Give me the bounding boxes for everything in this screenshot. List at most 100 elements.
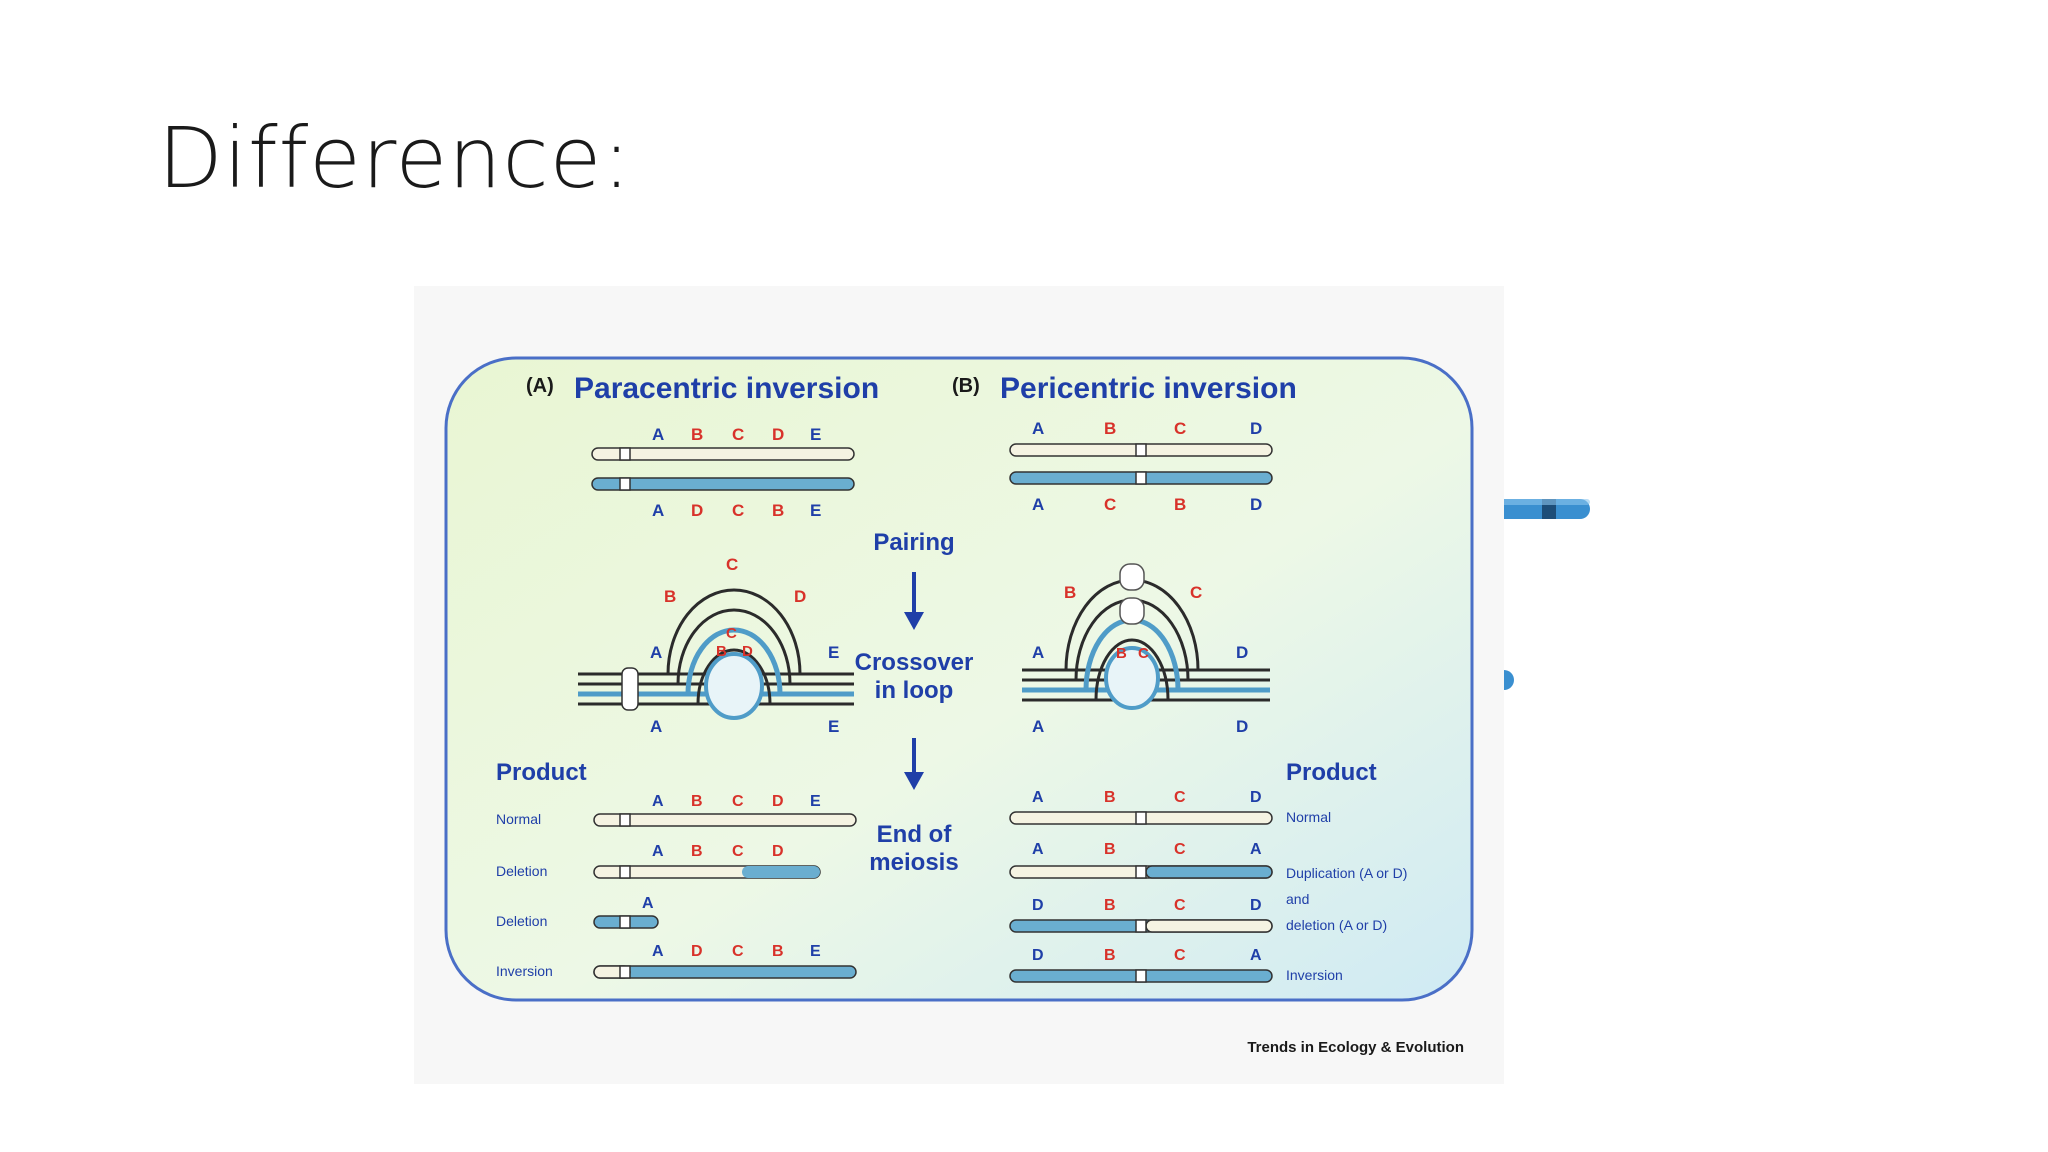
diagram-label: B [1174, 495, 1186, 514]
a-bottom-label-3: C [732, 501, 744, 520]
diagram-label: B [1104, 947, 1116, 964]
b-product-1-name: Normal [1286, 809, 1331, 825]
panel-a-chromosome-top [591, 447, 855, 461]
a-product-1-name: Normal [496, 811, 541, 827]
a-top-label-1: A [652, 425, 664, 444]
inversion-diagram: (A) Paracentric inversion A B C D E A D … [444, 356, 1474, 1056]
a-loop-inner-top: C [726, 625, 737, 642]
diagram-label: C [732, 843, 744, 860]
diagram-label: A [652, 943, 664, 960]
panel-b-chromosome-bottom [1009, 471, 1273, 485]
diagram-label: C [1174, 897, 1186, 914]
panel-a-chromosome-bottom [591, 477, 855, 491]
diagram-label: B [1116, 645, 1127, 662]
diagram-label: C [1174, 841, 1186, 858]
diagram-label: B [1104, 841, 1116, 858]
a-product-3-name: Deletion [496, 913, 547, 929]
diagram-label: A [642, 895, 654, 912]
diagram-label: B [1104, 419, 1116, 438]
panel-b-loop [1022, 563, 1270, 710]
diagram-label: C [1104, 495, 1116, 514]
diagram-label: D [1250, 495, 1262, 514]
diagram-label: B [1064, 583, 1076, 602]
slide-title: Difference: [158, 109, 632, 207]
arrow-down-icon-2 [904, 738, 924, 790]
diagram-label: C [1138, 645, 1149, 662]
a-loop-inner-left: B [716, 643, 727, 660]
a-loop-left: A [650, 643, 662, 662]
a-loop-bottom-left: A [650, 717, 662, 736]
a-top-label-2: B [691, 425, 703, 444]
diagram-label: D [1236, 717, 1248, 736]
step-end-1: End of [877, 821, 953, 848]
diagram-label: C [732, 793, 744, 810]
b-product-title: Product [1286, 759, 1377, 786]
a-loop-outer-left: B [664, 587, 676, 606]
diagram-label: D [1236, 643, 1248, 662]
panel-a-loop [578, 588, 854, 720]
panel-b-tag: (B) [952, 375, 980, 397]
diagram-label: E [810, 793, 821, 810]
a-top-label-3: C [732, 425, 744, 444]
a-bottom-label-1: A [652, 501, 664, 520]
diagram-label: A [652, 793, 664, 810]
figure-credit: Trends in Ecology & Evolution [1247, 1039, 1464, 1056]
a-product-2-name: Deletion [496, 863, 547, 879]
diagram-label: D [772, 793, 784, 810]
diagram-label: B [1104, 897, 1116, 914]
diagram-label: A [652, 843, 664, 860]
diagram-label: C [1174, 947, 1186, 964]
diagram-label: C [1190, 583, 1202, 602]
step-end-2: meiosis [869, 849, 958, 876]
a-loop-bottom-right: E [828, 717, 839, 736]
panel-border [444, 356, 1474, 1002]
a-top-label-5: E [810, 425, 821, 444]
diagram-label: A [1032, 789, 1044, 806]
diagram-label: A [1032, 419, 1044, 438]
diagram-label: A [1032, 841, 1044, 858]
a-loop-outer-right: D [794, 587, 806, 606]
panel-a-title: Paracentric inversion [574, 372, 879, 405]
diagram-label: C [1174, 419, 1186, 438]
diagram-label: A [1032, 717, 1044, 736]
panel-b-chromosome-top [1009, 443, 1273, 457]
a-product-title: Product [496, 759, 587, 786]
diagram-label: B [691, 843, 703, 860]
arrow-down-icon-1 [904, 572, 924, 630]
a-bottom-label-4: B [772, 501, 784, 520]
b-product-4-name: Inversion [1286, 967, 1343, 983]
diagram-label: A [1250, 841, 1262, 858]
diagram-label: B [1104, 789, 1116, 806]
a-product-4-name: Inversion [496, 963, 553, 979]
diagram-label: D [1250, 897, 1262, 914]
step-crossover-1: Crossover [855, 649, 974, 676]
diagram-label: D [1032, 947, 1044, 964]
diagram-label: A [1250, 947, 1262, 964]
panel-b-title: Pericentric inversion [1000, 372, 1297, 405]
diagram-label: C [732, 943, 744, 960]
step-pairing: Pairing [873, 529, 954, 556]
panel-a-tag: (A) [526, 375, 554, 397]
b-product-2-name: Duplication (A or D) [1286, 865, 1407, 881]
a-loop-inner-right: D [742, 643, 753, 660]
inversion-figure: (A) Paracentric inversion A B C D E A D … [414, 286, 1504, 1084]
diagram-label: A [1032, 643, 1044, 662]
diagram-label: E [810, 943, 821, 960]
chromosome-fragment-top [1494, 499, 1590, 519]
step-crossover-2: in loop [875, 677, 954, 704]
diagram-label: B [772, 943, 784, 960]
diagram-label: B [691, 793, 703, 810]
diagram-label: D [1250, 789, 1262, 806]
a-bottom-label-5: E [810, 501, 821, 520]
a-loop-right: E [828, 643, 839, 662]
a-top-label-4: D [772, 425, 784, 444]
diagram-label: D [691, 943, 703, 960]
diagram-label: D [1032, 897, 1044, 914]
diagram-label: D [1250, 419, 1262, 438]
diagram-label: C [1174, 789, 1186, 806]
a-loop-outer-top: C [726, 555, 738, 574]
diagram-label: D [772, 843, 784, 860]
a-bottom-label-2: D [691, 501, 703, 520]
b-product-and: and [1286, 891, 1309, 907]
b-product-3-name: deletion (A or D) [1286, 917, 1387, 933]
